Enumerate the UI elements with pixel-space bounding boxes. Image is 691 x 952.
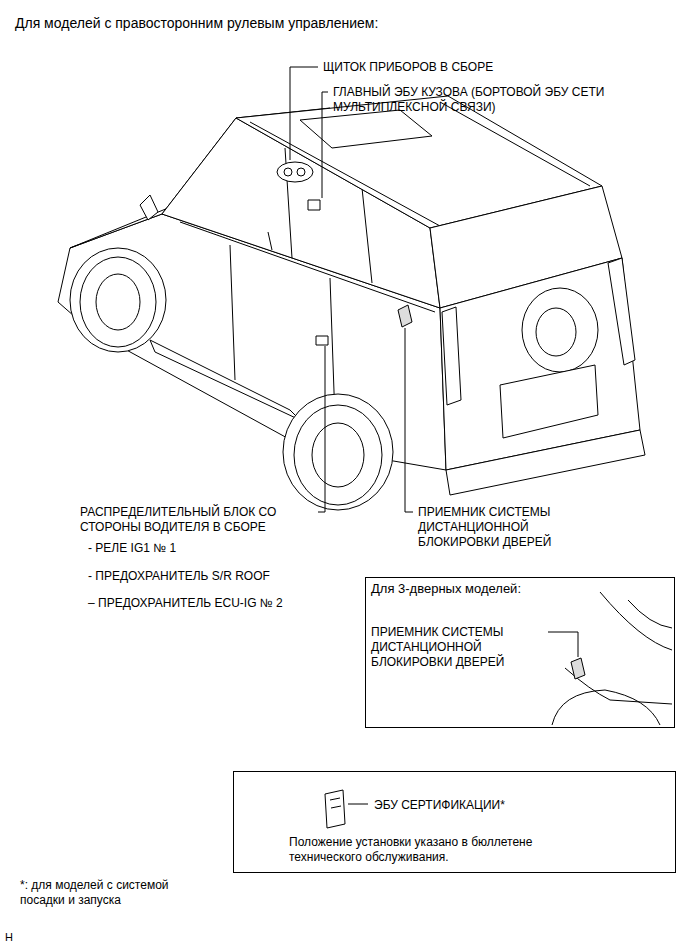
drawing-line xyxy=(600,592,672,650)
drawing-line xyxy=(331,806,341,808)
drawing-line xyxy=(268,232,272,250)
car-body xyxy=(58,96,645,510)
drawing-line xyxy=(348,804,368,805)
inset-car-fragment xyxy=(552,592,672,725)
part-label: ЭБУ СЕРТИФИКАЦИИ* xyxy=(374,798,505,813)
inset-heading: Для 3-дверных моделей: xyxy=(371,581,521,597)
drawing-line xyxy=(150,340,300,420)
leader-lines xyxy=(290,67,578,804)
drawing-line xyxy=(446,430,645,495)
drawing-line xyxy=(398,305,412,327)
ecu-icon xyxy=(325,790,345,828)
part-label: ПРИЕМНИК СИСТЕМЫ ДИСТАНЦИОННОЙ БЛОКИРОВК… xyxy=(371,625,546,670)
drawing-line xyxy=(536,308,576,356)
drawing-line xyxy=(250,122,440,226)
drawing-line xyxy=(277,162,313,182)
part-label: РАСПРЕДЕЛИТЕЛЬНЫЙ БЛОК СО СТОРОНЫ ВОДИТЕ… xyxy=(80,505,315,535)
drawing-line xyxy=(312,423,364,487)
drawing-line xyxy=(442,307,461,405)
drawing-line xyxy=(548,632,578,657)
drawing-line xyxy=(316,336,328,345)
footnote: *: для моделей с системой посадки и запу… xyxy=(20,878,210,908)
drawing-line xyxy=(96,274,140,330)
page-code: H xyxy=(5,930,13,944)
note-box: ЭБУ СЕРТИФИКАЦИИ* Положение установки ука… xyxy=(233,771,676,873)
drawing-line xyxy=(552,690,660,725)
drawing-line xyxy=(180,222,435,312)
drawing-line xyxy=(571,658,585,679)
drawing-line xyxy=(522,288,598,372)
drawing-line xyxy=(500,365,598,438)
drawing-line xyxy=(308,200,320,210)
drawing-line xyxy=(440,102,590,186)
drawing-line xyxy=(290,67,318,160)
sub-part-label: - РЕЛЕ IG1 № 1 xyxy=(88,541,176,556)
sub-part-label: – ПРЕДОХРАНИТЕЛЬ ECU-IG № 2 xyxy=(88,596,283,611)
drawing-line xyxy=(318,346,325,512)
drawing-line xyxy=(80,257,156,347)
drawing-line xyxy=(608,258,635,365)
drawing-line xyxy=(362,188,372,283)
drawing-line xyxy=(297,168,305,176)
drawing-line xyxy=(325,790,345,828)
page-title: Для моделей с правосторонним рулевым упр… xyxy=(15,14,378,32)
drawing-line xyxy=(322,92,328,198)
drawing-line xyxy=(230,245,235,380)
drawing-line xyxy=(628,600,672,628)
drawing-line xyxy=(284,168,292,176)
drawing-line xyxy=(330,798,340,800)
drawing-line xyxy=(405,328,413,512)
sub-part-label: - ПРЕДОХРАНИТЕЛЬ S/R ROOF xyxy=(88,569,270,584)
drawing-line xyxy=(294,405,382,505)
part-label: ГЛАВНЫЙ ЭБУ КУЗОВА (БОРТОВОЙ ЭБУ СЕТИ МУ… xyxy=(333,85,678,115)
drawing-line xyxy=(70,248,166,352)
note-text: Положение установки указано в бюллетене … xyxy=(289,835,589,865)
inset-box: Для 3-дверных моделей: ПРИЕМНИК СИСТЕМЫ Д… xyxy=(365,577,675,728)
drawing-line xyxy=(300,110,432,148)
drawing-line xyxy=(283,394,393,510)
part-label: ПРИЕМНИК СИСТЕМЫ ДИСТАНЦИОННОЙ БЛОКИРОВК… xyxy=(418,505,603,550)
part-label: ЩИТОК ПРИБОРОВ В СБОРЕ xyxy=(323,60,493,75)
drawing-line xyxy=(140,195,158,220)
